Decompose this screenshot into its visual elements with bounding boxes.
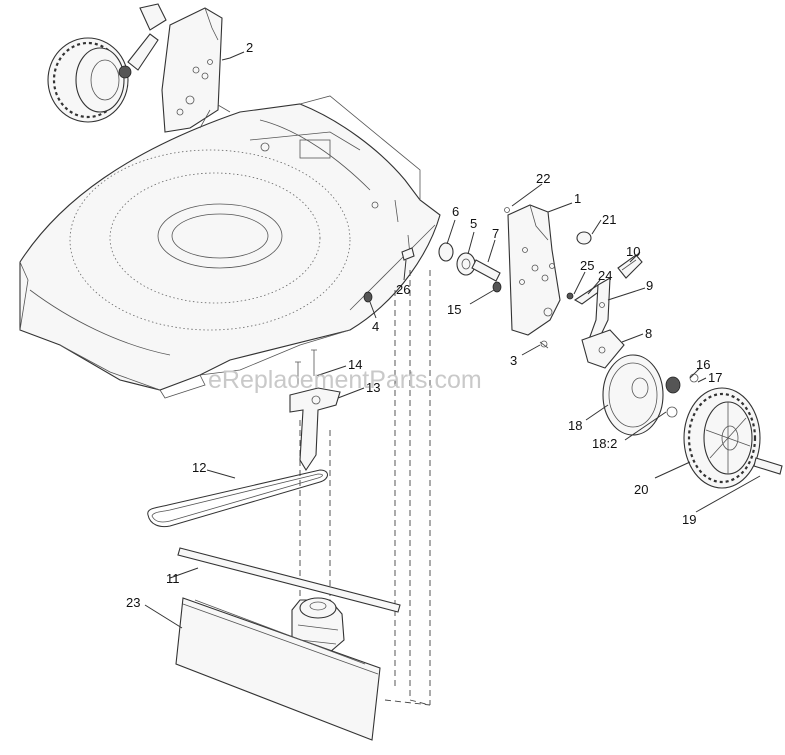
callout-2: 2 bbox=[246, 40, 253, 55]
callout-labels: 1 2 3 4 5 6 7 8 9 10 11 12 13 14 15 16 1… bbox=[126, 40, 722, 610]
callout-24: 24 bbox=[598, 268, 612, 283]
callout-12: 12 bbox=[192, 460, 206, 475]
callout-7: 7 bbox=[492, 226, 499, 241]
callout-18: 18 bbox=[568, 418, 582, 433]
callout-1: 1 bbox=[574, 191, 581, 206]
rear-wheel-assembly bbox=[602, 354, 783, 489]
front-wheel-assembly bbox=[47, 3, 231, 133]
callout-6: 6 bbox=[452, 204, 459, 219]
callout-26: 26 bbox=[396, 282, 410, 297]
callout-11: 11 bbox=[166, 571, 180, 586]
callout-21: 21 bbox=[602, 212, 616, 227]
callout-14: 14 bbox=[348, 357, 362, 372]
callout-17: 17 bbox=[708, 370, 722, 385]
leader-lines bbox=[144, 51, 761, 629]
callout-18-2: 18:2 bbox=[592, 436, 617, 451]
callout-16: 16 bbox=[696, 357, 710, 372]
callout-10: 10 bbox=[626, 244, 640, 259]
callout-22: 22 bbox=[536, 171, 550, 186]
callout-25: 25 bbox=[580, 258, 594, 273]
callout-15: 15 bbox=[447, 302, 461, 317]
callout-3: 3 bbox=[510, 353, 517, 368]
watermark-text: eReplacementParts.com bbox=[208, 366, 482, 394]
rear-bracket-assembly bbox=[363, 204, 643, 369]
drive-assembly bbox=[147, 349, 401, 741]
callout-19: 19 bbox=[682, 512, 696, 527]
callout-8: 8 bbox=[645, 326, 652, 341]
mower-deck bbox=[19, 95, 441, 399]
callout-9: 9 bbox=[646, 278, 653, 293]
callout-5: 5 bbox=[470, 216, 477, 231]
callout-4: 4 bbox=[372, 319, 379, 334]
callout-13: 13 bbox=[366, 380, 380, 395]
callout-23: 23 bbox=[126, 595, 140, 610]
callout-20: 20 bbox=[634, 482, 648, 497]
